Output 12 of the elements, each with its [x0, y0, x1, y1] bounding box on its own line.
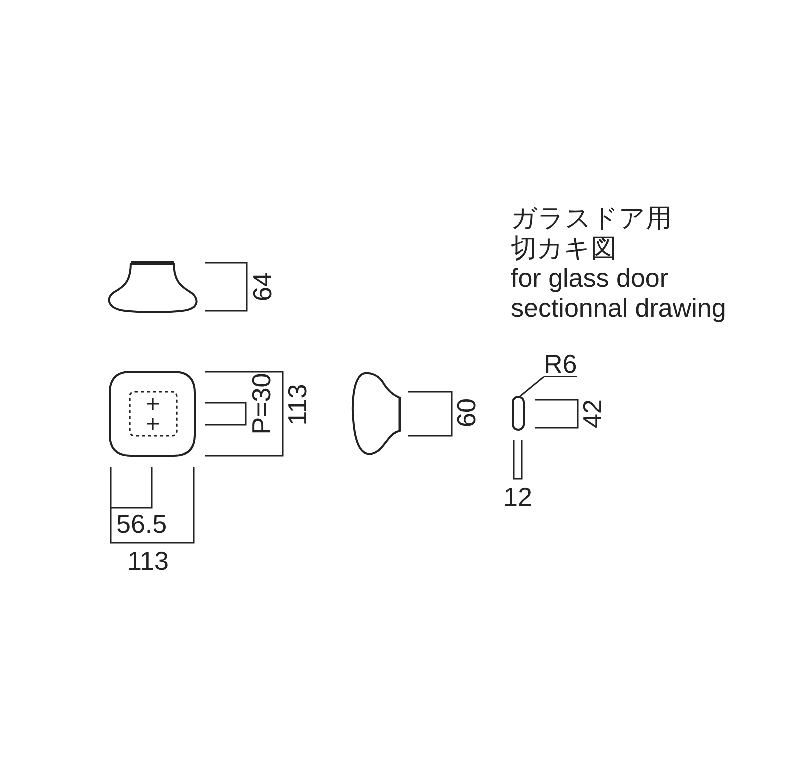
dimension-value: 12 [504, 484, 532, 510]
leader-line [518, 376, 544, 399]
dimension-value: P=30 [248, 373, 274, 435]
dimension-value: 42 [578, 400, 605, 428]
dimension-value: 60 [452, 398, 479, 428]
radius-label: R6 [544, 352, 578, 377]
note-text: for glass door sectionnal drawing [511, 263, 728, 323]
dimension-value: 64 [248, 272, 275, 302]
dimension-value: 56.5 [116, 511, 168, 537]
box-shape [513, 397, 524, 430]
dimension-value: 113 [284, 384, 310, 426]
dimension-value: 113 [128, 548, 169, 574]
